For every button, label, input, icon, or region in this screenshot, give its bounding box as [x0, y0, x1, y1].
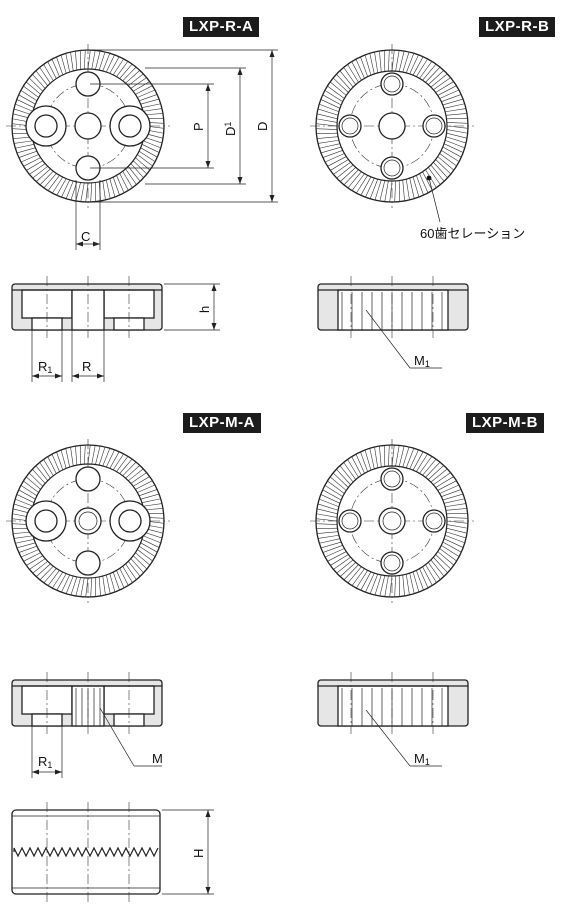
serration-ring [316, 50, 468, 202]
lxp-r-a-top-view: P D1 D C [6, 44, 278, 250]
front-elevation-view: H [11, 802, 214, 902]
serration-note: 60歯セレーション [420, 226, 525, 241]
label-lxp-m-a: LXP-M-A [183, 413, 261, 433]
lxp-m-a-side-view: R1 M [11, 672, 163, 778]
hole-center [74, 112, 102, 140]
lxp-r-a-side-view: h R1 R [11, 276, 220, 382]
lxp-m-b-side-view: M1 [317, 672, 469, 767]
lxp-m-b-top-view [310, 439, 474, 603]
dim-h: h [197, 306, 212, 313]
label-lxp-r-a: LXP-R-A [183, 17, 260, 37]
dim-m1-b: M1 [414, 751, 430, 767]
lxp-r-b-side-view: M1 [317, 276, 469, 369]
dim-m1: M1 [414, 353, 430, 369]
dim-p: P [191, 122, 206, 131]
lxp-r-b-top-view: 60歯セレーション [310, 44, 525, 241]
dim-d: D [255, 122, 270, 131]
lxp-m-a-top-view [6, 439, 170, 603]
dim-d1: D1 [223, 122, 238, 136]
dim-r1-m: R1 [38, 754, 52, 770]
dim-m: M [152, 751, 163, 766]
serration-ring [316, 445, 468, 597]
dim-r1: R1 [38, 359, 52, 375]
label-lxp-m-b: LXP-M-B [466, 413, 544, 433]
dim-H: H [191, 849, 206, 858]
label-lxp-r-b: LXP-R-B [479, 17, 556, 37]
dim-c: C [81, 229, 90, 244]
dim-r: R [82, 359, 91, 374]
